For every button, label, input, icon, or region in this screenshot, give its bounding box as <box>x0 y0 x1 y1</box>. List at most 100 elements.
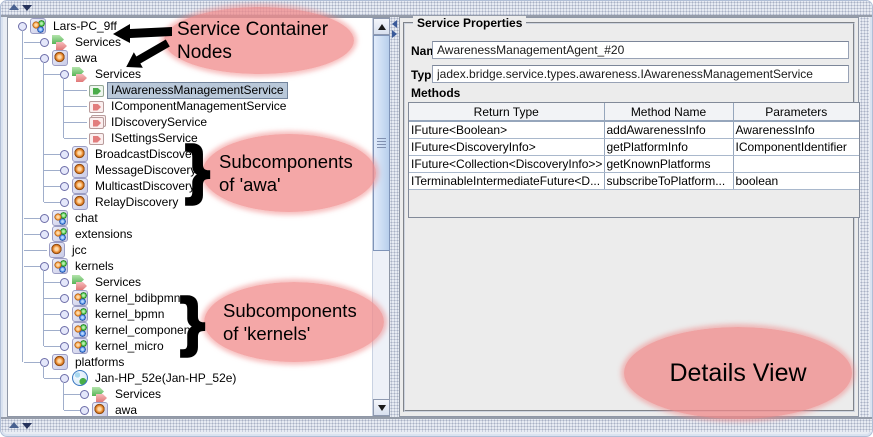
tree-node-chat[interactable]: chat <box>8 210 372 226</box>
split-collapse-down-icon[interactable] <box>22 423 32 429</box>
expand-knob-icon[interactable] <box>40 261 49 271</box>
component-icon <box>52 354 68 370</box>
tree-node-kernel-component[interactable]: kernel_component <box>8 322 372 338</box>
expand-knob-icon[interactable] <box>40 37 49 47</box>
platform-icon <box>52 258 68 274</box>
tree-node-jcc[interactable]: jcc <box>8 242 372 258</box>
tree-node-awa[interactable]: awa <box>8 50 372 66</box>
services-icon <box>92 386 108 402</box>
methods-label: Methods <box>411 86 461 100</box>
component-icon <box>72 194 88 210</box>
expand-knob-icon[interactable] <box>60 165 69 175</box>
type-field[interactable] <box>432 65 849 83</box>
expand-knob-icon[interactable] <box>40 357 49 367</box>
tree-node-label: Services <box>75 34 122 49</box>
split-collapse-left-icon[interactable] <box>392 20 397 28</box>
expand-knob-icon[interactable] <box>80 405 89 415</box>
column-header-parameters[interactable]: Parameters <box>733 103 859 122</box>
annotation-arrows <box>113 24 172 68</box>
expand-knob-icon[interactable] <box>60 277 69 287</box>
annotation-text: of 'awa' <box>219 174 281 195</box>
method-row[interactable]: IFuture<Collection<DiscoveryInfo>> getKn… <box>409 155 859 173</box>
tree-scrollbar[interactable] <box>372 18 390 416</box>
tree-node-relaydiscovery[interactable]: RelayDiscovery <box>8 194 372 210</box>
expand-knob-icon[interactable] <box>60 197 69 207</box>
tree-node-label: kernel_bdibpmn <box>95 290 181 305</box>
tree-node-isettingsservice[interactable]: ISettingsService <box>8 130 372 146</box>
tree-node-platforms[interactable]: platforms <box>8 354 372 370</box>
tree-node-label: MessageDiscovery <box>95 162 197 177</box>
tree-node-services-4[interactable]: Services <box>8 386 372 402</box>
expand-knob-icon[interactable] <box>60 181 69 191</box>
tree-node-iawarenessmanagementservice[interactable]: IAwarenessManagementService <box>8 81 372 99</box>
tree-node-kernel-bpmn[interactable]: kernel_bpmn <box>8 306 372 322</box>
tree-node-icomponentmanagementservice[interactable]: IComponentManagementService <box>8 98 372 114</box>
tree-node-multicastdiscovery[interactable]: MulticastDiscovery <box>8 178 372 194</box>
expand-knob-icon[interactable] <box>60 373 69 383</box>
cell-method-name[interactable]: subscribeToPlatform... <box>604 172 734 190</box>
split-collapse-up-icon[interactable] <box>9 4 19 10</box>
method-row[interactable]: ITerminableIntermediateFuture<D... subsc… <box>409 172 859 190</box>
method-row[interactable]: IFuture<Boolean> addAwarenessInfo Awaren… <box>409 121 859 139</box>
expand-knob-icon[interactable] <box>80 389 89 399</box>
cell-method-name[interactable]: getKnownPlatforms <box>604 155 734 173</box>
component-tree[interactable]: Lars-PC_9ff Services awa Services IAware <box>8 18 372 416</box>
tree-node-kernel-bdibpmn[interactable]: kernel_bdibpmn <box>8 290 372 306</box>
expand-knob-icon[interactable] <box>60 69 69 79</box>
tree-node-kernels[interactable]: kernels <box>8 258 372 274</box>
tree-node-label: kernel_bpmn <box>95 306 165 321</box>
expand-knob-icon[interactable] <box>40 213 49 223</box>
cell-method-name[interactable]: getPlatformInfo <box>604 138 734 156</box>
platform-icon <box>30 18 46 34</box>
methods-table: Return Type Method Name Parameters IFutu… <box>408 102 860 218</box>
tree-node-services-1[interactable]: Services <box>8 34 372 50</box>
scrollbar-thumb[interactable] <box>373 35 390 251</box>
expand-knob-icon[interactable] <box>60 341 69 351</box>
service-properties-group: Service Properties Name Type Methods Ret… <box>403 16 860 412</box>
name-field[interactable] <box>432 41 849 59</box>
service-red-icon <box>89 100 104 113</box>
column-header-return-type[interactable]: Return Type <box>409 103 605 122</box>
tree-node-messagediscovery[interactable]: MessageDiscovery <box>8 162 372 178</box>
services-icon <box>52 34 68 50</box>
tree-node-kernel-micro[interactable]: kernel_micro <box>8 338 372 354</box>
tree-node-awa-2[interactable]: awa <box>8 402 372 416</box>
cell-return-type[interactable]: IFuture<Collection<DiscoveryInfo>> <box>409 155 605 173</box>
expand-knob-icon[interactable] <box>40 229 49 239</box>
expand-knob-icon[interactable] <box>60 325 69 335</box>
expand-knob-icon[interactable] <box>40 53 49 63</box>
split-collapse-down-icon[interactable] <box>22 5 32 11</box>
annotation-ellipse-sub-kernels: Subcomponents of 'kernels' <box>204 282 384 362</box>
cell-return-type[interactable]: IFuture<Boolean> <box>409 121 605 139</box>
split-divider-bottom[interactable] <box>1 419 872 432</box>
expand-knob-icon[interactable] <box>60 309 69 319</box>
cell-return-type[interactable]: IFuture<DiscoveryInfo> <box>409 138 605 156</box>
scroll-down-button[interactable] <box>373 399 390 416</box>
tree-node-jan-hp-52e[interactable]: Jan-HP_52e(Jan-HP_52e) <box>8 370 372 386</box>
tree-node-broadcastdiscovery[interactable]: BroadcastDiscovery <box>8 146 372 162</box>
method-row[interactable]: IFuture<DiscoveryInfo> getPlatformInfo I… <box>409 138 859 156</box>
tree-node-lars-pc-9ff[interactable]: Lars-PC_9ff <box>8 18 372 34</box>
split-divider-vertical[interactable] <box>390 17 399 417</box>
tree-node-label: Services <box>95 274 142 289</box>
cell-return-type[interactable]: ITerminableIntermediateFuture<D... <box>409 172 605 190</box>
split-collapse-right-icon[interactable] <box>392 30 397 38</box>
cell-parameters[interactable] <box>733 155 859 173</box>
cell-parameters[interactable]: AwarenessInfo <box>733 121 859 139</box>
split-collapse-up-icon[interactable] <box>9 422 19 428</box>
column-header-method-name[interactable]: Method Name <box>604 103 734 122</box>
split-divider-top[interactable] <box>1 1 872 15</box>
cell-method-name[interactable]: addAwarenessInfo <box>604 121 734 139</box>
tree-node-idiscoveryservice[interactable]: IDiscoveryService <box>8 114 372 130</box>
curly-brace-kernels: } <box>179 284 206 359</box>
tree-node-services-2[interactable]: Services <box>8 66 372 82</box>
expand-knob-icon[interactable] <box>60 149 69 159</box>
tree-node-label: Services <box>115 386 162 401</box>
tree-node-extensions[interactable]: extensions <box>8 226 372 242</box>
services-icon <box>72 274 88 290</box>
cell-parameters[interactable]: IComponentIdentifier <box>733 138 859 156</box>
expand-knob-icon[interactable] <box>60 293 69 303</box>
cell-parameters[interactable]: boolean <box>733 172 859 190</box>
tree-node-services-3[interactable]: Services <box>8 274 372 290</box>
scroll-up-button[interactable] <box>373 18 390 35</box>
